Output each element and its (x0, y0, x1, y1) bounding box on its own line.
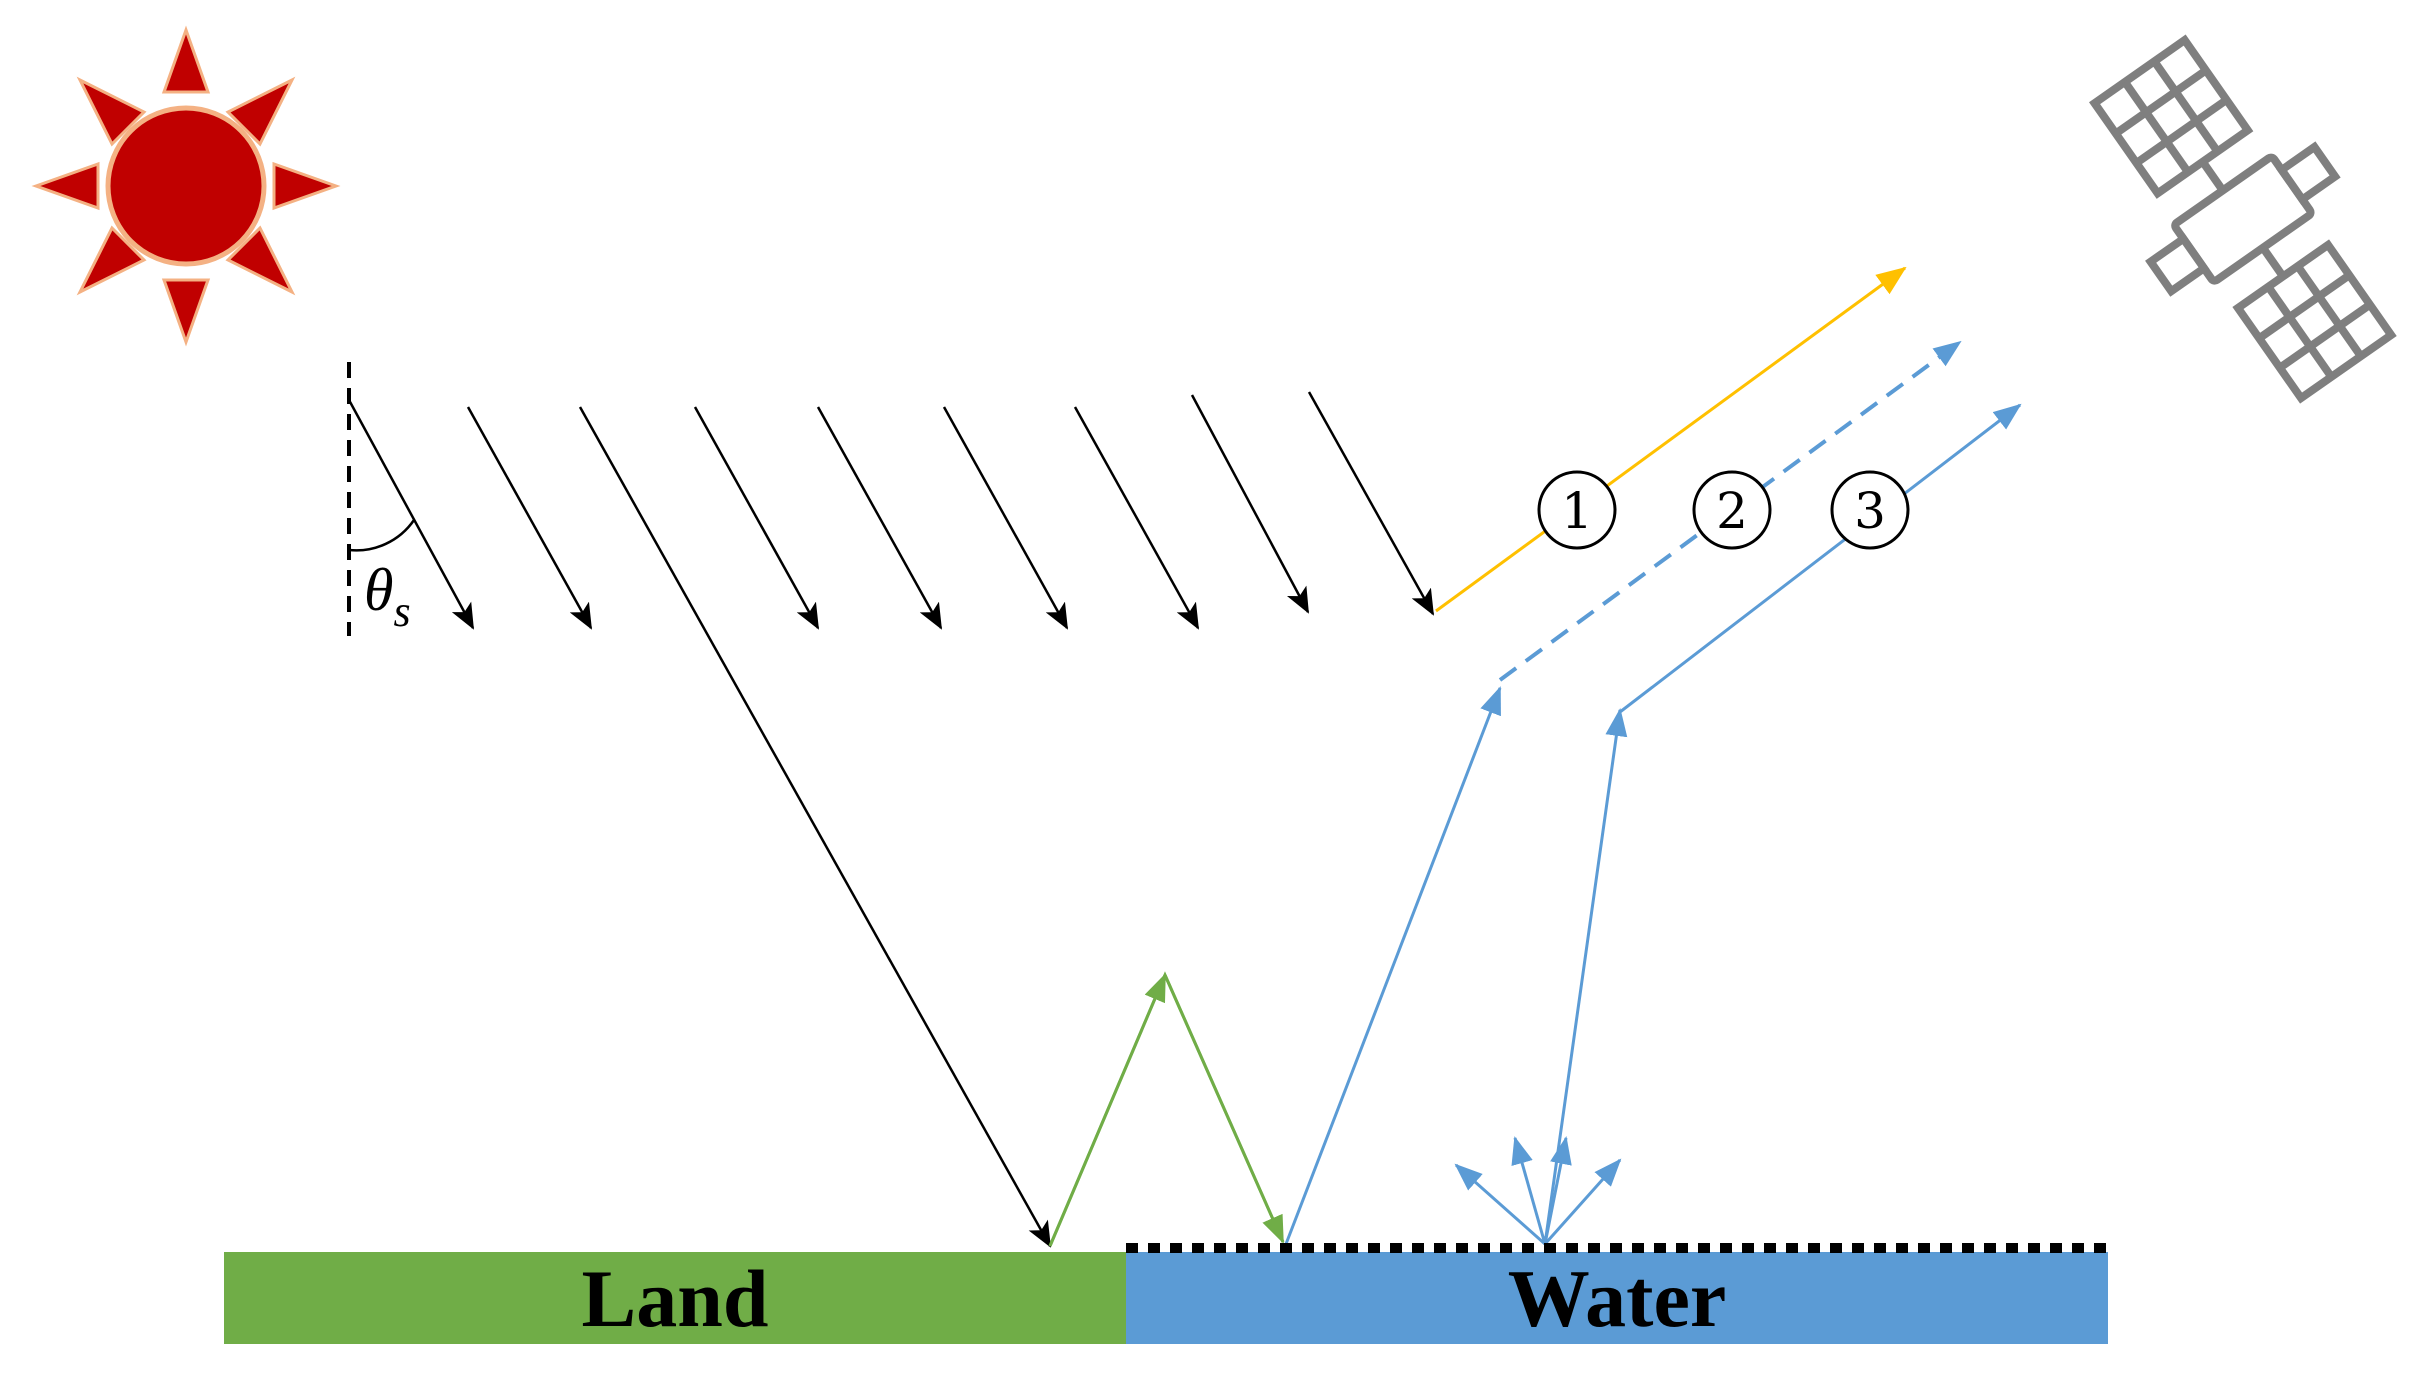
water-scatter-fan (1454, 1136, 1622, 1246)
incident-rays (347, 391, 1435, 1248)
path-number-2: 2 (1692, 470, 1772, 550)
incident-ray (1307, 391, 1435, 616)
incident-ray (1190, 394, 1310, 614)
svg-text:1: 1 (1561, 482, 1593, 540)
solar-zenith-angle-label: θs (364, 557, 411, 636)
path-number-1: 1 (1537, 470, 1617, 550)
incident-ray (816, 406, 943, 630)
adjacency-ray (1048, 971, 1285, 1247)
sun-icon (31, 25, 341, 347)
path-3-ray (1619, 403, 2022, 714)
svg-text:3: 3 (1854, 482, 1886, 540)
incident-ray (693, 406, 820, 630)
incident-ray-to-land (578, 406, 1052, 1248)
path-1-ray (1435, 266, 1907, 613)
land-label: Land (582, 1253, 769, 1344)
angle-arc (348, 519, 416, 552)
path-2-ray-lower (1284, 686, 1502, 1245)
angle-subscript: s (393, 587, 410, 636)
land-surface (224, 1252, 1126, 1344)
incident-ray (942, 406, 1069, 630)
water-surface (1126, 1252, 2108, 1344)
satellite-icon (2088, 34, 2397, 404)
svg-text:2: 2 (1716, 482, 1748, 540)
incident-ray (466, 406, 593, 630)
path-3-ray-lower (1543, 708, 1628, 1245)
water-label: Water (1508, 1253, 1727, 1344)
angle-symbol: θ (364, 557, 393, 623)
path-number-3: 3 (1830, 470, 1910, 550)
incident-ray (347, 399, 475, 630)
incident-ray (1073, 406, 1200, 630)
